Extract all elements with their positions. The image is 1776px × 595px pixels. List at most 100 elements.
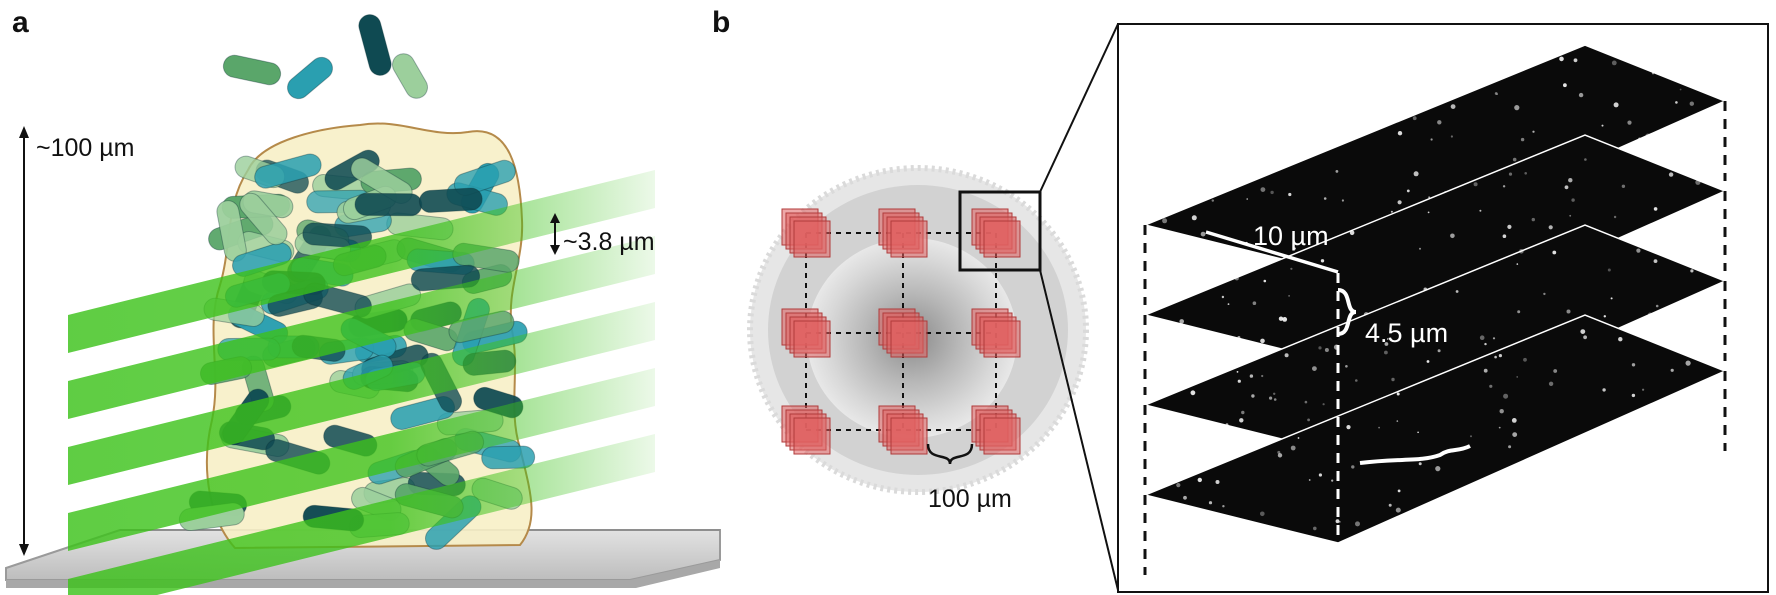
signal-speckle — [1222, 505, 1225, 508]
imaging-tile — [983, 320, 1021, 358]
signal-speckle — [1580, 329, 1586, 334]
signal-speckle — [1307, 418, 1310, 422]
grid-spacing-label: 100 µm — [928, 485, 1012, 513]
signal-speckle — [1621, 184, 1626, 188]
signal-speckle — [1304, 400, 1308, 404]
signal-speckle — [1514, 105, 1520, 111]
falling-cell — [222, 54, 282, 86]
signal-speckle — [1234, 276, 1239, 281]
signal-speckle — [1419, 247, 1421, 250]
light-sheet — [68, 236, 655, 419]
signal-speckle — [1494, 355, 1497, 359]
signal-speckle — [1435, 466, 1441, 472]
signal-speckle — [1277, 453, 1283, 458]
height-arrow — [19, 126, 29, 556]
signal-speckle — [1651, 72, 1655, 75]
signal-speckle — [1668, 172, 1674, 177]
signal-speckle — [1345, 365, 1348, 368]
signal-speckle — [1695, 211, 1698, 214]
signal-speckle — [1284, 353, 1289, 358]
panel-b-letter: b — [712, 6, 730, 39]
signal-speckle — [1496, 93, 1498, 95]
signal-speckle — [1611, 60, 1617, 66]
signal-speckle — [1282, 317, 1288, 322]
signal-speckle — [1341, 199, 1344, 202]
signal-speckle — [1413, 171, 1419, 177]
imaging-tile — [890, 220, 928, 258]
signal-speckle — [1442, 328, 1446, 331]
signal-speckle — [1323, 197, 1327, 200]
signal-speckle — [1437, 349, 1441, 353]
signal-speckle — [1261, 374, 1264, 378]
signal-speckle — [1215, 480, 1220, 484]
imaging-tile — [793, 320, 831, 358]
signal-speckle — [1642, 388, 1645, 391]
signal-speckle — [1397, 131, 1403, 136]
signal-speckle — [1563, 83, 1567, 88]
signal-speckle — [1406, 189, 1410, 193]
signal-speckle — [1450, 104, 1456, 109]
signal-speckle — [1260, 511, 1265, 517]
scale-bar — [1205, 230, 1339, 274]
signal-speckle — [1564, 185, 1569, 190]
signal-speckle — [1273, 392, 1276, 395]
signal-speckle — [1239, 418, 1244, 423]
signal-speckle — [1503, 393, 1509, 399]
signal-speckle — [1559, 56, 1564, 62]
signal-speckle — [1603, 315, 1607, 318]
signal-speckle — [1519, 249, 1524, 254]
signal-speckle — [1653, 207, 1658, 211]
signal-speckle — [1670, 368, 1674, 372]
signal-speckle — [1498, 354, 1502, 358]
signal-speckle — [1675, 101, 1678, 104]
sheet-spacing-label: ~3.8 µm — [563, 228, 655, 256]
signal-speckle — [1297, 437, 1300, 439]
signal-speckle — [1638, 137, 1641, 141]
signal-speckle — [1378, 426, 1380, 429]
grid-spacing-brace — [926, 443, 974, 465]
signal-speckle — [1571, 198, 1575, 202]
signal-speckle — [1260, 338, 1265, 344]
signal-speckle — [1412, 116, 1417, 121]
signal-speckle — [1569, 214, 1572, 217]
biofilm-cell — [354, 192, 423, 217]
light-sheets — [68, 170, 655, 595]
signal-speckle — [1252, 301, 1257, 306]
signal-speckle — [1427, 211, 1430, 214]
signal-speckle — [1386, 338, 1389, 340]
signal-speckle — [1517, 310, 1521, 314]
signal-speckle — [1246, 198, 1248, 200]
signal-speckle — [1388, 503, 1392, 507]
signal-speckle — [1227, 303, 1230, 305]
signal-speckle — [1489, 384, 1493, 388]
signal-speckle — [1237, 379, 1241, 383]
biofilm-cell — [481, 445, 536, 470]
falling-cell — [287, 56, 333, 100]
falling-cell — [358, 14, 392, 76]
signal-speckle — [1631, 393, 1636, 398]
zoom-lines — [1039, 23, 1119, 591]
light-sheet — [68, 170, 655, 353]
signal-speckle — [1731, 371, 1736, 376]
signal-speckle — [1290, 445, 1296, 451]
signal-speckle — [1494, 92, 1498, 95]
signal-speckle — [1390, 210, 1393, 213]
bright-filament — [1359, 444, 1471, 465]
signal-speckle — [1645, 133, 1651, 139]
signal-speckle — [1520, 137, 1525, 142]
signal-speckle — [1318, 473, 1322, 477]
biofilm-cell — [418, 187, 483, 213]
signal-speckle — [1479, 209, 1482, 212]
signal-speckle — [1679, 88, 1682, 91]
signal-speckle — [1512, 157, 1517, 162]
panel-a: a ~100 µm ~3.8 µm — [5, 6, 721, 595]
signal-speckle — [1573, 58, 1578, 63]
signal-speckle — [1685, 360, 1691, 366]
signal-speckle — [1313, 526, 1317, 531]
light-sheet — [68, 368, 655, 551]
signal-speckle — [1338, 521, 1341, 523]
panel-b: b 100 µm — [712, 6, 1769, 593]
signal-speckle — [1221, 295, 1225, 299]
signal-speckle — [1225, 423, 1229, 427]
